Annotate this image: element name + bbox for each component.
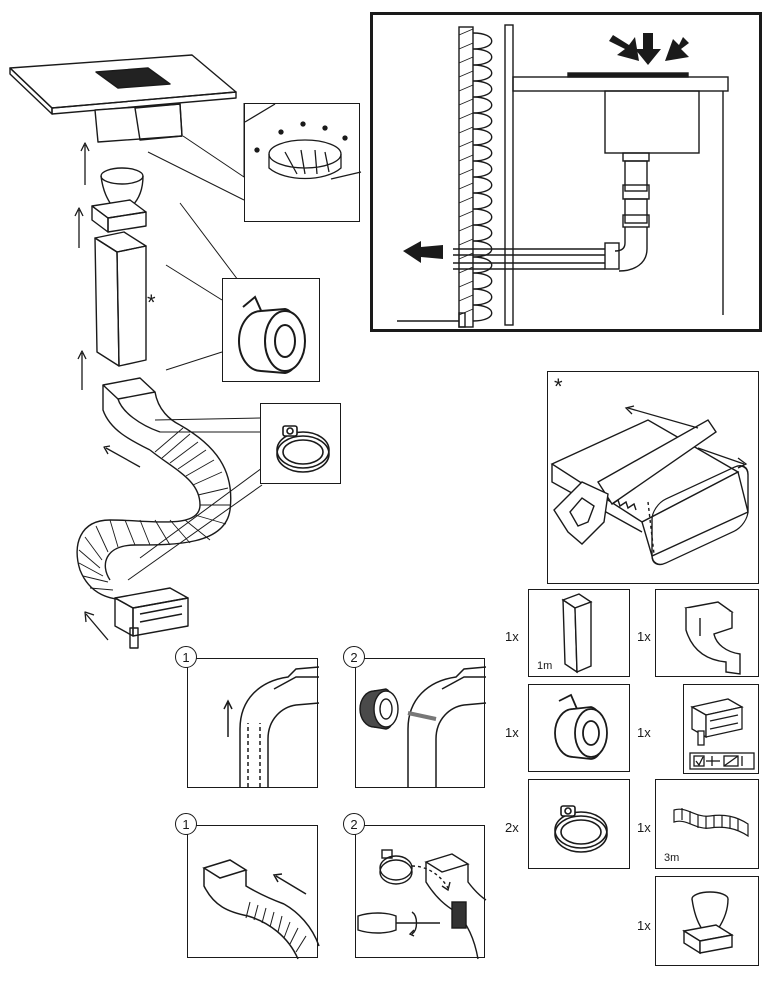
clamp-tighten-icon: [357, 849, 487, 960]
callout-hob-underside: [244, 103, 362, 222]
installation-section-view: [370, 12, 762, 332]
tape-step-2-panel: [355, 658, 487, 788]
part-wall-outlet: [683, 684, 759, 774]
clamp-step-1-panel: [187, 825, 320, 960]
part-qty-flex-duct: 1x: [637, 820, 651, 835]
flex-duct-join-icon: [202, 859, 320, 960]
clamp-step-1-number: 1: [175, 813, 197, 835]
saw-panel-marker: *: [554, 374, 563, 399]
taped-joint-icon: [359, 666, 487, 787]
part-qty-elbow: 1x: [637, 629, 651, 644]
straight-duct-illustration: [94, 231, 147, 367]
callout-tape: [222, 278, 320, 382]
elbow-duct-icon: [684, 601, 741, 675]
tape-roll-icon: [238, 295, 306, 375]
part-qty-adapter: 1x: [637, 918, 651, 933]
tape-step-2-number: 2: [343, 646, 365, 668]
wall-outlet-icon: [689, 698, 755, 770]
round-to-rect-adapter-icon: [682, 891, 734, 955]
part-qty-wall-outlet: 1x: [637, 725, 651, 740]
cutting-instruction-panel: *: [547, 371, 759, 584]
part-tape: [528, 684, 630, 772]
part-clamp: [528, 779, 630, 869]
assembly-arrows: [74, 142, 141, 641]
part-qty-straight-duct: 1x: [505, 629, 519, 644]
tape-step-1-number: 1: [175, 646, 197, 668]
part-size-flex-duct: 3m: [664, 852, 680, 864]
flexible-duct-icon: [673, 808, 749, 838]
elbow-and-flex-illustration: [76, 377, 232, 601]
part-qty-clamp: 2x: [505, 820, 519, 835]
adapter-illustration: [91, 167, 147, 233]
clamp-step-2-panel: [355, 825, 487, 960]
part-elbow: [655, 589, 759, 677]
tape-roll-icon: [554, 693, 608, 760]
clamp-step-2-number: 2: [343, 813, 365, 835]
wall-outlet-illustration: [114, 587, 189, 649]
cut-marker: *: [147, 290, 156, 315]
wall-section-icon: [397, 24, 729, 328]
part-qty-tape: 1x: [505, 725, 519, 740]
straight-duct-icon: [561, 593, 593, 674]
duct-joint-icon: [223, 666, 320, 787]
hose-clamp-icon: [276, 425, 330, 473]
cooktop-illustration: [9, 54, 237, 143]
part-straight-duct: 1m: [528, 589, 630, 677]
part-flex-duct: 3m: [655, 779, 759, 869]
saw-cutting-icon: [550, 405, 749, 566]
part-adapter: [655, 876, 759, 966]
part-size-straight-duct: 1m: [537, 660, 553, 672]
hose-clamp-icon: [554, 805, 608, 853]
tape-step-1-panel: [187, 658, 320, 788]
hob-underside-icon: [244, 103, 362, 180]
callout-clamp: [260, 403, 341, 484]
